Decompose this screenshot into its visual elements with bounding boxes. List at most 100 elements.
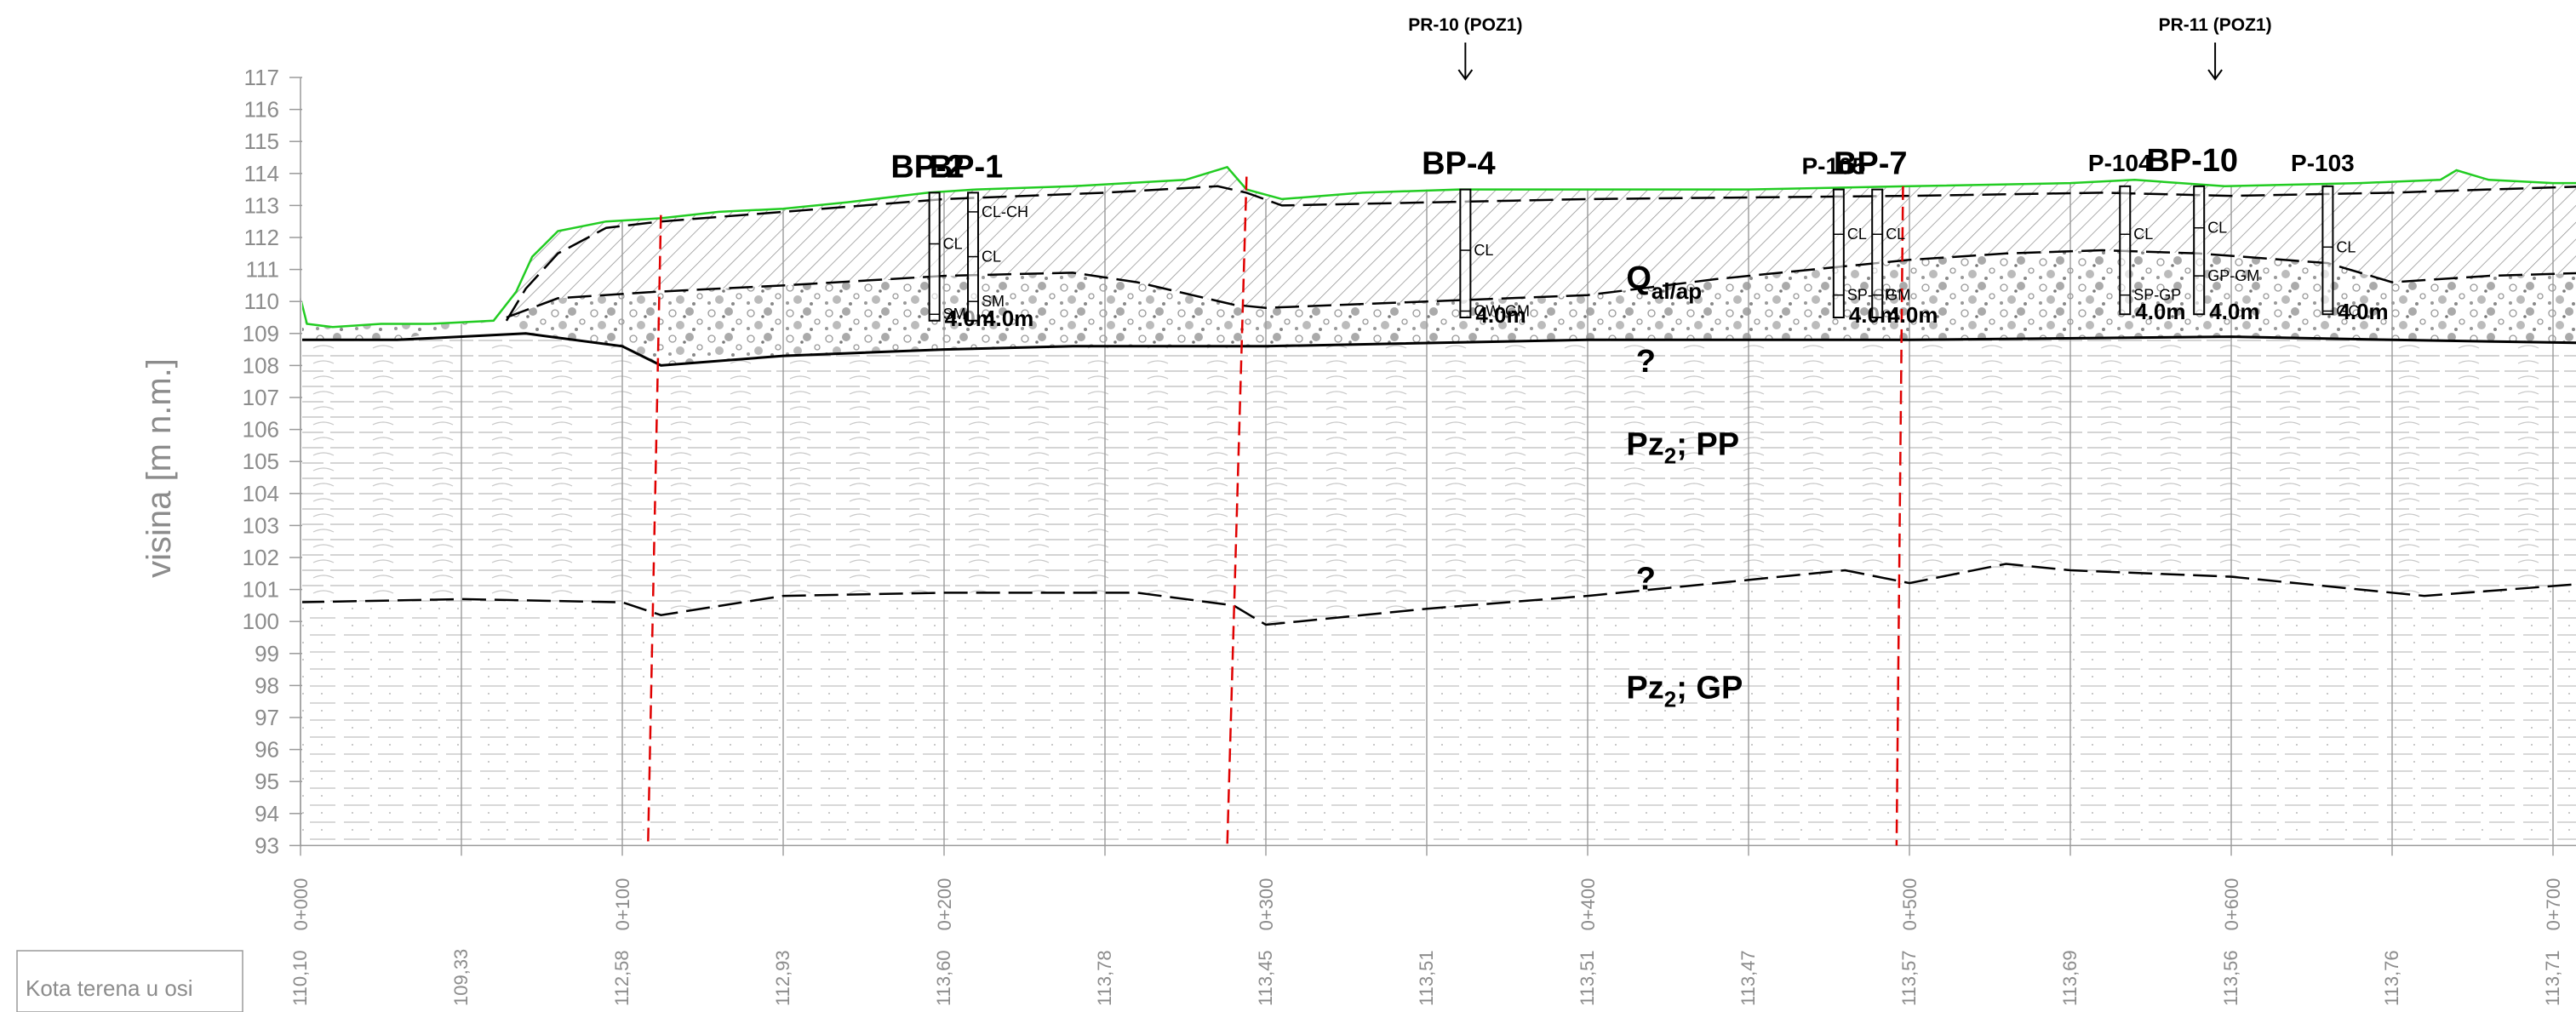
kota-value: 113,71 [2542, 950, 2563, 1006]
y-tick-label: 103 [243, 512, 279, 538]
profile-point-label: PR-11 (POZ1) [2159, 15, 2272, 35]
soil-code-label: GC [2336, 302, 2359, 319]
arrow-head [1457, 69, 1474, 81]
y-tick-label: 101 [243, 577, 279, 603]
uncertain-boundary-marker: ? [1636, 562, 1656, 597]
fill-clay [506, 167, 2576, 317]
soil-code-label: CL-CH [982, 203, 1028, 220]
bedrock-boundary-line [302, 332, 2576, 367]
borehole-column [1871, 188, 1884, 318]
unit-label-pz2-gp: Pz2; GP [1626, 670, 1743, 712]
borehole-column [928, 192, 941, 322]
kota-value: 113,45 [1255, 950, 1276, 1006]
y-tick-label: 95 [255, 769, 279, 794]
fault-line [646, 214, 662, 846]
borehole-depth-label: 4.0m [983, 306, 1033, 331]
borehole-depth-label: 4.0m [2135, 299, 2185, 324]
soil-code-label: GP-GM [2207, 267, 2259, 284]
soil-code-label: CL [1474, 242, 1493, 259]
kota-value: 113,56 [2220, 950, 2241, 1006]
y-tick-label: 107 [243, 385, 279, 410]
soil-code-label: CL [982, 249, 1001, 266]
x-station-label: 0+600 [2221, 878, 2242, 931]
borehole-label: BP-10 [2146, 143, 2238, 179]
y-tick-label: 110 [244, 289, 279, 314]
y-axis-label: visina [m n.m.] [140, 358, 178, 578]
fault-line [1895, 186, 1904, 846]
borehole-label: P-104 [2088, 150, 2152, 176]
fault-line [1226, 176, 1248, 846]
x-station-label: 0+000 [290, 878, 312, 931]
borehole-column [2119, 185, 2132, 316]
y-tick-label: 100 [243, 609, 279, 634]
y-tick-label: 111 [245, 257, 279, 283]
kota-value: 113,51 [1416, 950, 1437, 1006]
soil-code-label: GM [1886, 287, 1910, 304]
y-tick-label: 115 [244, 129, 279, 154]
y-tick-label: 114 [244, 161, 279, 186]
y-tick-label: 98 [255, 672, 279, 698]
borehole-column [2321, 185, 2334, 316]
soil-code-label: CL [943, 236, 963, 253]
profile-point-label: PR-10 (POZ1) [1408, 15, 1522, 35]
terrain-line [302, 165, 2576, 329]
kota-value: 113,78 [1094, 950, 1115, 1006]
kota-value: 113,76 [2381, 950, 2402, 1006]
x-station-label: 0+500 [1899, 878, 1921, 931]
x-station-label: 0+400 [1577, 878, 1599, 931]
y-tick-label: 117 [244, 65, 279, 90]
borehole-column [1459, 188, 1472, 318]
borehole-column [1832, 188, 1845, 318]
borehole-label: BP-1 [930, 149, 1004, 185]
kota-value: 112,93 [772, 950, 793, 1006]
profile-point-pr11: PR-11 (POZ1) [2159, 15, 2272, 81]
borehole-depth-label: 4.0m [2209, 299, 2259, 324]
layer-boundaries [302, 165, 2576, 846]
plot-grid [289, 77, 2576, 856]
kota-value: 113,57 [1898, 950, 1920, 1006]
borehole-label: P-103 [2291, 150, 2355, 176]
soil-code-label: SM [982, 293, 1005, 310]
borehole-column [2193, 185, 2206, 316]
borehole-label: P-105 [1801, 153, 1865, 180]
kota-value: 112,58 [611, 950, 633, 1006]
y-tick-label: 97 [255, 705, 279, 730]
y-tick-label: 116 [244, 97, 279, 123]
y-tick-label: 94 [255, 801, 279, 826]
fill-gravel-west [302, 305, 494, 340]
x-station-label: 0+200 [934, 878, 955, 931]
soil-code-label: SP-GP [2133, 287, 2181, 304]
y-tick-label: 105 [243, 449, 279, 474]
borehole-label: BP-2 [890, 149, 965, 185]
borehole-depth-label: 4.0m [2338, 299, 2388, 324]
kota-value: 109,33 [450, 949, 472, 1006]
y-tick-label: 109 [243, 321, 279, 346]
borehole-label: BP-4 [1422, 146, 1496, 182]
kota-value: 113,69 [2059, 950, 2081, 1006]
profile-point-pr10: PR-10 (POZ1) [1408, 15, 1522, 81]
x-station-label: 0+700 [2543, 878, 2564, 931]
lower-unit-boundary-line [302, 563, 2576, 626]
y-tick-label: 104 [243, 481, 279, 506]
unit-label-pz2-pp: Pz2; PP [1626, 427, 1739, 469]
y-tick-label: 113 [244, 192, 279, 218]
y-tick-label: 99 [255, 641, 279, 666]
uncertain-boundary-marker: ? [1636, 344, 1656, 380]
unit-label-quaternary: Qal/ap [1626, 260, 1702, 304]
soil-code-label: CL [2133, 226, 2153, 243]
fill-pz2-pp [302, 333, 2576, 625]
soil-code-label: SM [943, 306, 966, 323]
y-tick-label: 102 [243, 545, 279, 570]
soil-code-label: CL [1886, 226, 1905, 243]
kota-row-title-box [16, 950, 243, 1012]
fill-gravel [506, 250, 2576, 366]
y-tick-label: 112 [244, 225, 279, 250]
kota-value: 113,47 [1737, 950, 1759, 1006]
y-tick-label: 93 [255, 832, 279, 858]
fill-pz2-gp [302, 563, 2576, 846]
boreholes: BP-2CLSM4.0mBP-1CL-CHCLSM4.0mBP-4CLGW-GM… [890, 143, 2388, 331]
